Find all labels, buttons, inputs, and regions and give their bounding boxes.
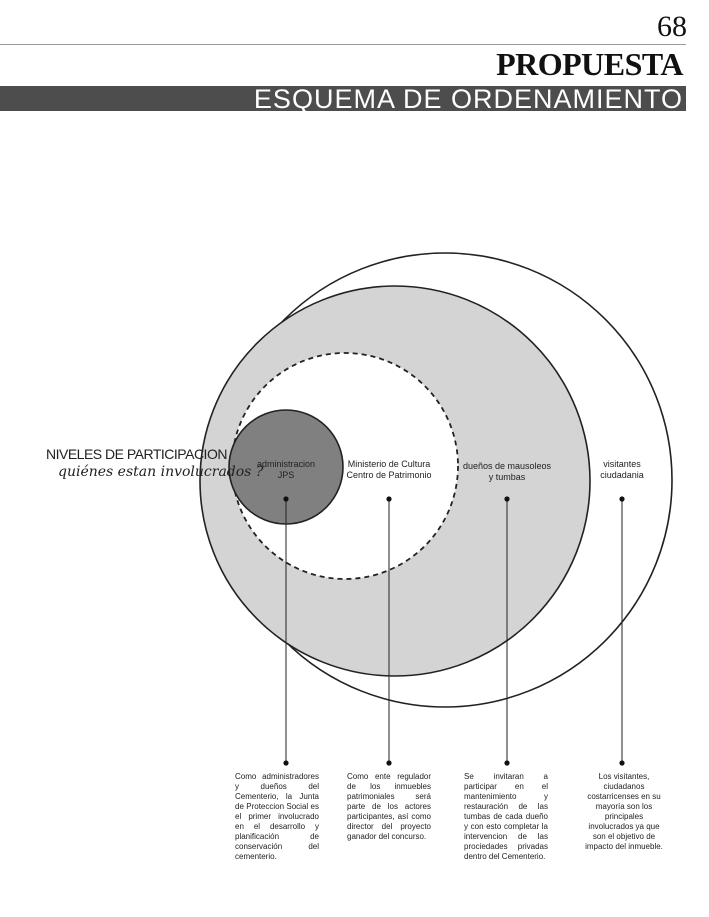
level-label-line2: JPS xyxy=(277,470,295,480)
level-label-line1: visitantes xyxy=(603,459,641,469)
dot-ministry-bottom xyxy=(386,760,392,766)
level-label-line2: ciudadania xyxy=(600,470,644,480)
description-owners: Se invitaran a participar en el mantenim… xyxy=(464,772,548,861)
page-subtitle: ESQUEMA DE ORDENAMIENTO xyxy=(253,84,683,114)
description-jps: Como administradores y dueños del Cement… xyxy=(235,772,319,861)
description-visitors: Los visitantes, ciudadanos costarricense… xyxy=(585,772,663,851)
level-label-owners: dueños de mausoleos y tumbas xyxy=(457,461,557,483)
top-rule xyxy=(0,44,686,45)
dot-jps-bottom xyxy=(283,760,289,766)
description-ministry: Como ente regulador de los inmuebles pat… xyxy=(347,772,431,841)
level-label-line1: Ministerio de Cultura xyxy=(347,459,431,469)
level-label-line1: administracion xyxy=(256,459,316,469)
participation-question: quiénes estan involucrados ? xyxy=(58,464,264,480)
dot-ministry-top xyxy=(386,496,392,502)
dot-owners-bottom xyxy=(504,760,510,766)
level-label-visitors: visitantes ciudadania xyxy=(582,459,662,481)
page-number: 68 xyxy=(657,10,687,43)
dot-jps-top xyxy=(283,496,289,502)
dot-visitors-top xyxy=(619,496,625,502)
page-title: PROPUESTA xyxy=(496,46,683,82)
level-label-jps: administracion JPS xyxy=(241,459,331,481)
level-label-line2: Centro de Patrimonio xyxy=(346,470,432,480)
dot-owners-top xyxy=(504,496,510,502)
level-label-ministry: Ministerio de Cultura Centro de Patrimon… xyxy=(339,459,439,481)
participation-heading: NIVELES DE PARTICIPACION xyxy=(46,446,227,462)
level-label-line2: y tumbas xyxy=(488,472,526,482)
subtitle-band xyxy=(0,86,686,111)
dot-visitors-bottom xyxy=(619,760,625,766)
level-label-line1: dueños de mausoleos xyxy=(462,461,552,471)
